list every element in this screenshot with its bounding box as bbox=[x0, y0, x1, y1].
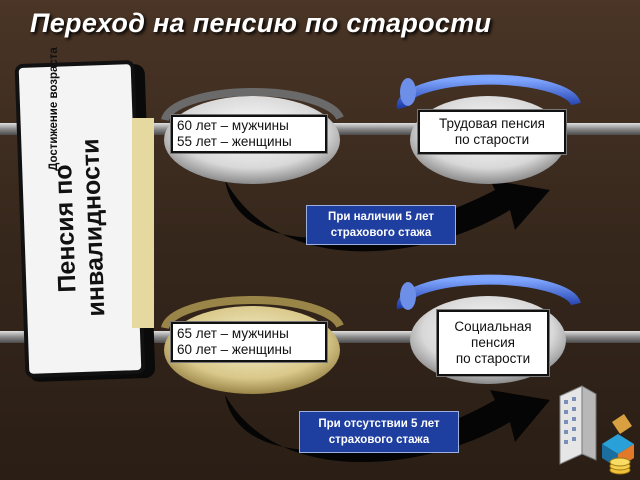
age-reached-label: Достижение возраста bbox=[48, 47, 60, 171]
bottom-age-women: 60 лет – женщины bbox=[177, 342, 292, 357]
page-title: Переход на пенсию по старости bbox=[30, 8, 492, 38]
labor-pension-line-2: по старости bbox=[454, 132, 530, 147]
social-pension-line-2: пенсия bbox=[471, 335, 515, 350]
social-pension-line-1: Социальная bbox=[454, 319, 532, 334]
bottom-age-box: 65 лет – мужчины 60 лет – женщины bbox=[171, 322, 327, 362]
condition-with-line-2: страхового стажа bbox=[330, 227, 432, 239]
labor-pension-line-1: Трудовая пенсия bbox=[439, 116, 545, 131]
top-age-box: 60 лет – мужчины 55 лет – женщины bbox=[171, 115, 327, 153]
condition-without-experience: При отсутствии 5 лет страхового стажа bbox=[299, 411, 459, 453]
condition-without-line-1: При отсутствии 5 лет bbox=[318, 418, 440, 430]
labor-pension-box: Трудовая пенсия по старости bbox=[418, 110, 566, 154]
age-reached-strip bbox=[132, 118, 154, 328]
condition-without-line-2: страхового стажа bbox=[328, 434, 430, 446]
top-age-men: 60 лет – мужчины bbox=[177, 118, 289, 133]
social-pension-box: Социальная пенсия по старости bbox=[437, 310, 549, 376]
building-coins-icon bbox=[559, 385, 634, 475]
bottom-age-men: 65 лет – мужчины bbox=[177, 326, 289, 341]
condition-with-experience: При наличии 5 лет страхового стажа bbox=[306, 205, 456, 245]
top-age-women: 55 лет – женщины bbox=[177, 134, 292, 149]
disability-pension-card: Пенсия по инвалидности bbox=[14, 60, 146, 378]
condition-with-line-1: При наличии 5 лет bbox=[328, 211, 434, 223]
social-pension-line-3: по старости bbox=[455, 351, 531, 366]
